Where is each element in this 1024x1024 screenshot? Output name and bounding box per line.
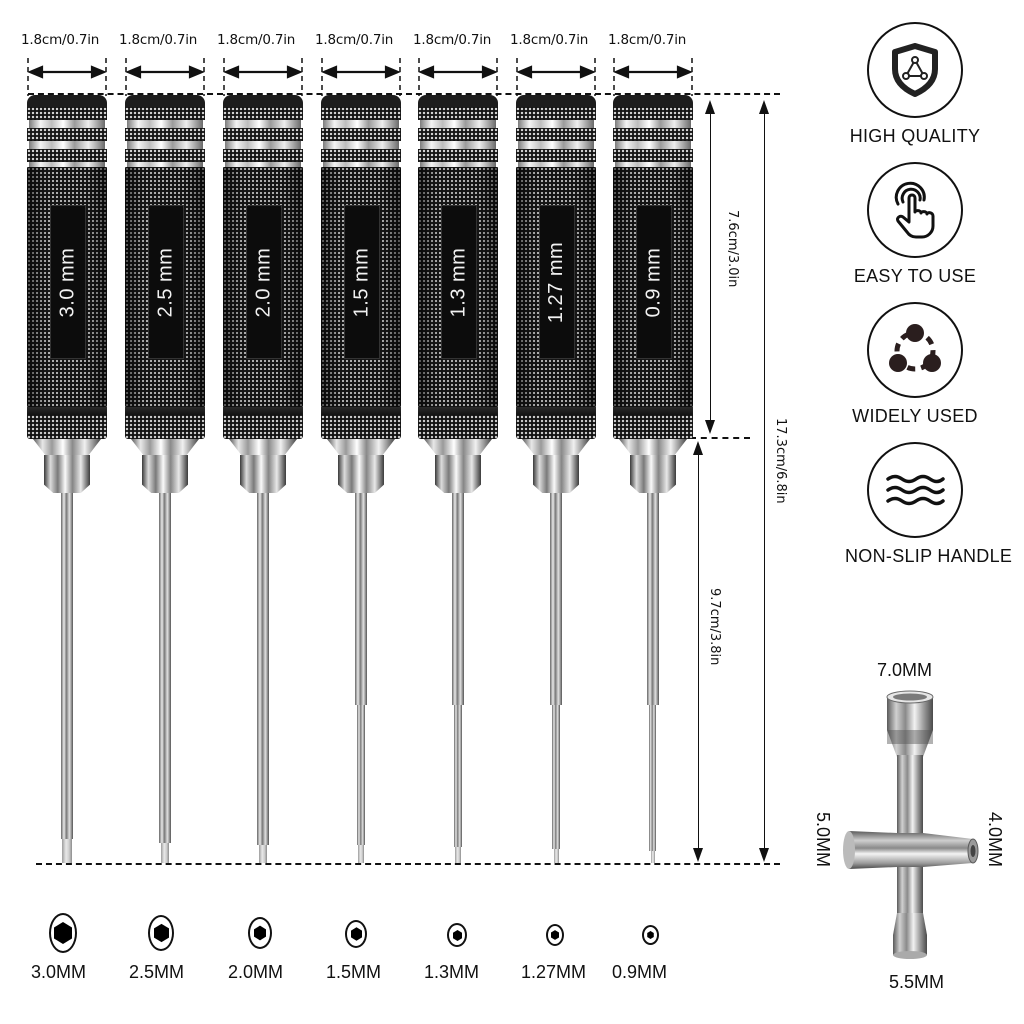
width-label: 1.8cm/0.7in	[217, 32, 296, 48]
feature-widely-used: WIDELY USED	[845, 302, 985, 427]
hex-tip-icon	[49, 913, 77, 953]
hex-tip-icon	[447, 923, 467, 947]
feature-easy-to-use: EASY TO USE	[845, 162, 985, 287]
knurled-grip: 1.27 mm	[516, 167, 596, 407]
width-label: 1.8cm/0.7in	[21, 32, 100, 48]
size-label-panel: 1.3 mm	[441, 205, 477, 359]
size-label: 2.5 mm	[154, 247, 177, 317]
feature-high-quality: HIGH QUALITY	[845, 22, 985, 147]
knurled-grip: 0.9 mm	[613, 167, 693, 407]
wrench-size-bottom: 5.5MM	[889, 972, 945, 992]
screwdriver-3-0mm: 3.0 mm	[27, 95, 107, 865]
hex-size-label: 2.0MM	[228, 962, 284, 982]
knurled-grip: 2.5 mm	[125, 167, 205, 407]
feature-label: EASY TO USE	[853, 266, 977, 286]
hex-tip-icon	[546, 924, 564, 946]
arrow-down-icon	[693, 848, 703, 862]
feature-label: WIDELY USED	[852, 406, 978, 426]
screwdriver-1-27mm: 1.27 mm	[516, 95, 596, 865]
hex-size-label: 2.5MM	[129, 962, 185, 982]
screwdriver-0-9mm: 0.9 mm	[613, 95, 693, 865]
arrow-down-icon	[759, 848, 769, 862]
size-label: 0.9 mm	[642, 247, 665, 317]
top-guide-line	[28, 93, 780, 95]
width-label: 1.8cm/0.7in	[119, 32, 198, 48]
touch-hand-icon	[894, 181, 935, 239]
screwdriver-1-5mm: 1.5 mm	[321, 95, 401, 865]
knurled-grip: 1.3 mm	[418, 167, 498, 407]
handle-length-label: 7.6cm/3.0in	[725, 210, 740, 288]
size-label: 1.27 mm	[545, 241, 568, 323]
feature-non-slip-handle: NON-SLIP HANDLE	[845, 442, 1013, 567]
total-length-line	[764, 108, 765, 852]
arrow-up-icon	[705, 100, 715, 114]
hex-size-label: 1.3MM	[424, 962, 480, 982]
waves-icon	[886, 474, 945, 506]
handle-length-line	[710, 108, 711, 426]
hex-tip-icon	[345, 920, 367, 948]
wrench-size-left: 5.0MM	[813, 812, 833, 868]
size-label: 1.5 mm	[350, 247, 373, 317]
width-label: 1.8cm/0.7in	[510, 32, 589, 48]
screwdriver-2-5mm: 2.5 mm	[125, 95, 205, 865]
knurled-grip: 3.0 mm	[27, 167, 107, 407]
screwdriver-2-0mm: 2.0 mm	[223, 95, 303, 865]
hex-size-label: 0.9MM	[612, 962, 668, 982]
screwdriver-1-3mm: 1.3 mm	[418, 95, 498, 865]
size-label-panel: 2.5 mm	[148, 205, 184, 359]
total-length-label: 17.3cm/6.8in	[773, 418, 788, 504]
size-label: 2.0 mm	[252, 247, 275, 317]
knurled-grip: 1.5 mm	[321, 167, 401, 407]
width-dimension-arrows	[27, 58, 693, 96]
shaft-length-line	[698, 450, 699, 850]
size-label-panel: 1.5 mm	[344, 205, 380, 359]
size-label-panel: 0.9 mm	[636, 205, 672, 359]
size-label: 1.3 mm	[447, 247, 470, 317]
hex-size-label: 1.5MM	[326, 962, 382, 982]
arrow-down-icon	[705, 420, 715, 434]
width-label: 1.8cm/0.7in	[608, 32, 687, 48]
shaft-length-label: 9.7cm/3.8in	[707, 588, 722, 666]
hex-size-label: 1.27MM	[521, 962, 587, 982]
hex-tip-icon	[642, 925, 659, 945]
size-label-panel: 1.27 mm	[539, 205, 575, 359]
network-circles-icon	[889, 324, 941, 372]
feature-label: HIGH QUALITY	[849, 126, 981, 146]
width-label: 1.8cm/0.7in	[315, 32, 394, 48]
size-label-panel: 3.0 mm	[50, 205, 86, 359]
size-label-panel: 2.0 mm	[246, 205, 282, 359]
handle-end-guide-line	[690, 437, 750, 439]
feature-label: NON-SLIP HANDLE	[845, 546, 1013, 566]
bottom-guide-line	[36, 863, 780, 865]
arrow-up-icon	[759, 100, 769, 114]
width-label: 1.8cm/0.7in	[413, 32, 492, 48]
hex-tip-icon	[248, 917, 272, 949]
hex-tip-icon	[148, 915, 174, 951]
arrow-up-icon	[693, 441, 703, 455]
knurled-grip: 2.0 mm	[223, 167, 303, 407]
size-label: 3.0 mm	[56, 247, 79, 317]
cross-wrench-image	[843, 690, 979, 959]
wrench-size-top: 7.0MM	[877, 660, 933, 680]
shield-icon	[892, 43, 938, 97]
hex-size-label: 3.0MM	[31, 962, 87, 982]
